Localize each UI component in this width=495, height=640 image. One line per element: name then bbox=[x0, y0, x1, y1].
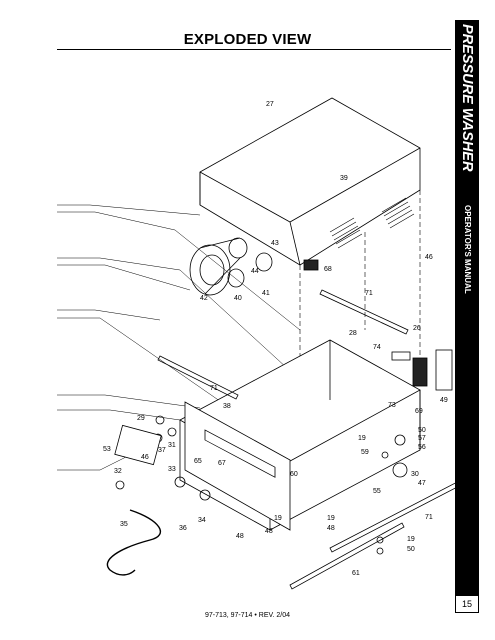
callout-38: 38 bbox=[223, 403, 231, 410]
callout-48-left: 48 bbox=[236, 533, 244, 540]
rails-drawing bbox=[157, 289, 455, 590]
callout-43: 43 bbox=[271, 240, 279, 247]
callout-49: 49 bbox=[440, 397, 448, 404]
callout-32: 32 bbox=[114, 468, 122, 475]
callout-34: 34 bbox=[198, 517, 206, 524]
callout-60: 60 bbox=[290, 471, 298, 478]
callout-44: 44 bbox=[251, 268, 259, 275]
callout-37: 37 bbox=[158, 447, 166, 454]
callout-50-right: 50 bbox=[418, 427, 426, 434]
callout-27: 27 bbox=[266, 101, 274, 108]
callout-48-mid: 48 bbox=[265, 528, 273, 535]
callout-61: 61 bbox=[352, 570, 360, 577]
title-rule bbox=[57, 49, 451, 50]
page-footer: 97-713, 97-714 • REV. 2/04 bbox=[204, 612, 291, 619]
callout-33: 33 bbox=[168, 466, 176, 473]
callout-48-right: 48 bbox=[327, 525, 335, 532]
callout-19-mid2: 19 bbox=[327, 515, 335, 522]
callout-71-bottom: 71 bbox=[425, 514, 433, 521]
page-title: EXPLODED VIEW bbox=[183, 31, 312, 48]
callout-19-mid: 19 bbox=[274, 515, 282, 522]
front-panel-drawing bbox=[184, 401, 291, 531]
hose-drawing bbox=[106, 509, 162, 576]
callout-53: 53 bbox=[103, 446, 111, 453]
callout-41: 41 bbox=[262, 290, 270, 297]
exploded-view-drawing: 27 39 43 44 41 42 40 46 68 71 26 28 74 7… bbox=[57, 97, 455, 590]
callout-42: 42 bbox=[200, 295, 208, 302]
callout-69: 69 bbox=[415, 408, 423, 415]
vent-grilles bbox=[329, 197, 415, 249]
side-tab-subtitle: OPERATOR'S MANUAL bbox=[463, 205, 472, 294]
pulley-drawing bbox=[189, 237, 273, 296]
callout-28: 28 bbox=[349, 330, 357, 337]
callout-73: 73 bbox=[388, 402, 396, 409]
fittings-drawing bbox=[114, 259, 453, 555]
side-tab bbox=[455, 20, 479, 595]
callout-40: 40 bbox=[234, 295, 242, 302]
callout-68: 68 bbox=[324, 266, 332, 273]
callout-46: 46 bbox=[425, 254, 433, 261]
callout-30: 30 bbox=[411, 471, 419, 478]
callout-47: 47 bbox=[418, 480, 426, 487]
callout-26: 26 bbox=[413, 325, 421, 332]
side-tab-title: PRESSURE WASHER bbox=[459, 24, 475, 172]
callout-50-bottom: 50 bbox=[407, 546, 415, 553]
callout-29: 29 bbox=[137, 415, 145, 422]
callout-67: 67 bbox=[218, 460, 226, 467]
callout-71-left: 71 bbox=[210, 385, 218, 392]
callout-46-left: 46 bbox=[141, 454, 149, 461]
callout-36: 36 bbox=[179, 525, 187, 532]
callout-35: 35 bbox=[120, 521, 128, 528]
callout-55: 55 bbox=[373, 488, 381, 495]
callout-65: 65 bbox=[194, 458, 202, 465]
callout-71-top: 71 bbox=[365, 290, 373, 297]
callout-31: 31 bbox=[168, 442, 176, 449]
callout-39: 39 bbox=[340, 175, 348, 182]
callout-19-bottom: 19 bbox=[407, 536, 415, 543]
callout-19-right: 19 bbox=[358, 435, 366, 442]
callout-74: 74 bbox=[373, 344, 381, 351]
callout-59: 59 bbox=[361, 449, 369, 456]
page-number: 15 bbox=[455, 595, 479, 613]
callout-57: 57 bbox=[418, 435, 426, 442]
callout-56: 56 bbox=[418, 444, 426, 451]
